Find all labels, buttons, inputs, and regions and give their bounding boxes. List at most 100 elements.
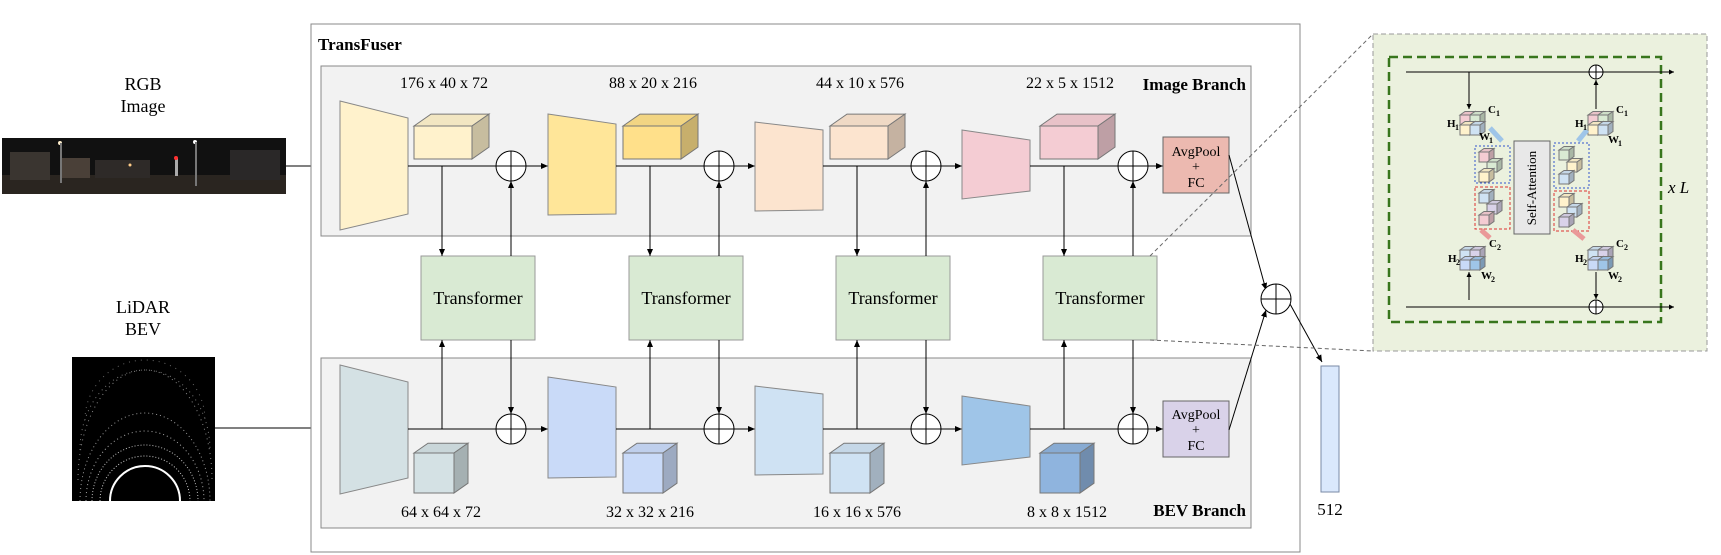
svg-text:W: W	[1608, 134, 1619, 146]
final-sum-node	[1260, 283, 1292, 315]
image-encoder-block-2	[547, 113, 617, 216]
image-encoder-block-3	[754, 121, 824, 212]
bev-encoder-block-3	[754, 385, 824, 476]
image-head: AvgPool + FC	[1162, 136, 1230, 194]
svg-text:2: 2	[1456, 258, 1460, 267]
bev-sum-node-4	[1117, 413, 1149, 445]
self-attention-label: Self-Attention	[1524, 150, 1539, 225]
bev-encoder-block-2	[547, 376, 617, 479]
svg-text:Transformer: Transformer	[641, 288, 730, 308]
bev-feature-cube-4	[1038, 442, 1096, 494]
inset-token-cube	[1557, 192, 1576, 208]
svg-text:AvgPool: AvgPool	[1172, 408, 1221, 423]
svg-text:1: 1	[1624, 109, 1628, 118]
svg-text:C: C	[1489, 238, 1497, 250]
bev-dim-label-2: 32 x 32 x 216	[606, 504, 694, 521]
bev-sum-node-2	[703, 413, 735, 445]
svg-text:1: 1	[1583, 123, 1587, 132]
image-sum-node-2	[703, 150, 735, 182]
image-feature-cube-4	[1038, 113, 1117, 160]
inset-token-cube	[1557, 212, 1576, 228]
image-branch-title: Image Branch	[1143, 75, 1247, 94]
svg-text:+: +	[1192, 160, 1200, 175]
inset-token-cube	[1557, 169, 1576, 185]
inset-token-cube	[1557, 145, 1576, 161]
svg-text:FC: FC	[1187, 439, 1204, 454]
inset-cube	[1596, 120, 1615, 136]
bev-feature-cube-3	[828, 442, 886, 494]
image-sum-node-1	[495, 150, 527, 182]
bev-dim-label-1: 64 x 64 x 72	[401, 504, 481, 521]
svg-text:FC: FC	[1187, 176, 1204, 191]
lidar-bev-image	[72, 357, 215, 502]
svg-text:+: +	[1192, 423, 1200, 438]
image-dim-label-3: 44 x 10 x 576	[816, 75, 904, 92]
rgb-label: RGB	[124, 74, 161, 94]
image-feature-cube-1	[412, 113, 491, 160]
bev-feature-cube-1	[412, 442, 470, 494]
rgb-image	[2, 138, 286, 194]
bev-encoder-block-4	[961, 395, 1031, 466]
inset-cube	[1468, 255, 1487, 271]
image-sum-node-4	[1117, 150, 1149, 182]
inset-token-cube	[1565, 157, 1584, 173]
inset-token-cube	[1477, 210, 1496, 226]
image-dim-label-1: 176 x 40 x 72	[400, 75, 488, 92]
svg-text:W: W	[1479, 131, 1490, 143]
image-encoder-block-1	[339, 100, 409, 231]
transformer-1: Transformer	[420, 255, 536, 341]
image-dim-label-2: 88 x 20 x 216	[609, 75, 697, 92]
bev-feature-cube-2	[621, 442, 679, 494]
inset-token-cube	[1477, 167, 1496, 183]
svg-text:H: H	[1575, 118, 1584, 130]
bev-sum-node-3	[910, 413, 942, 445]
inset-token-cube	[1477, 147, 1496, 163]
image-encoder-block-4	[961, 129, 1031, 200]
image-dim-label-4: 22 x 5 x 1512	[1026, 75, 1114, 92]
transfuser-title: TransFuser	[318, 35, 402, 54]
bev-dim-label-4: 8 x 8 x 1512	[1027, 504, 1107, 521]
bev-dim-label-3: 16 x 16 x 576	[813, 504, 901, 521]
bev-head: AvgPool + FC	[1162, 400, 1230, 458]
svg-text:1: 1	[1618, 139, 1622, 148]
rgb-label-image: Image	[121, 96, 166, 116]
svg-text:Transformer: Transformer	[848, 288, 937, 308]
svg-text:W: W	[1481, 270, 1492, 282]
svg-text:2: 2	[1491, 275, 1495, 284]
svg-text:C: C	[1488, 104, 1496, 116]
svg-text:2: 2	[1583, 258, 1587, 267]
output-dim-label: 512	[1317, 500, 1343, 519]
inset-cube	[1596, 255, 1615, 271]
lidar-label-bev: BEV	[125, 319, 161, 339]
svg-text:1: 1	[1489, 136, 1493, 145]
svg-text:2: 2	[1618, 275, 1622, 284]
bev-branch-title: BEV Branch	[1153, 501, 1246, 520]
transformer-4: Transformer	[1042, 255, 1158, 341]
svg-text:H: H	[1447, 118, 1456, 130]
svg-text:1: 1	[1455, 123, 1459, 132]
bev-sum-node-1	[495, 413, 527, 445]
image-feature-cube-2	[621, 113, 700, 160]
output-feature-vector	[1320, 365, 1340, 493]
image-sum-node-3	[910, 150, 942, 182]
svg-text:1: 1	[1496, 109, 1500, 118]
svg-text:C: C	[1616, 104, 1624, 116]
inset-token-cube	[1565, 202, 1584, 218]
transformer-2: Transformer	[628, 255, 744, 341]
svg-text:Transformer: Transformer	[1055, 288, 1144, 308]
svg-text:2: 2	[1624, 243, 1628, 252]
svg-text:2: 2	[1497, 243, 1501, 252]
svg-text:Transformer: Transformer	[433, 288, 522, 308]
svg-text:H: H	[1575, 253, 1584, 265]
svg-text:C: C	[1616, 238, 1624, 250]
inset-token-cube	[1477, 188, 1496, 204]
svg-text:H: H	[1448, 253, 1457, 265]
svg-text:W: W	[1608, 270, 1619, 282]
image-feature-cube-3	[828, 113, 907, 160]
inset-cube	[1468, 120, 1487, 136]
transformer-3: Transformer	[835, 255, 951, 341]
repeat-label: x L	[1667, 178, 1689, 197]
svg-text:AvgPool: AvgPool	[1172, 145, 1221, 160]
